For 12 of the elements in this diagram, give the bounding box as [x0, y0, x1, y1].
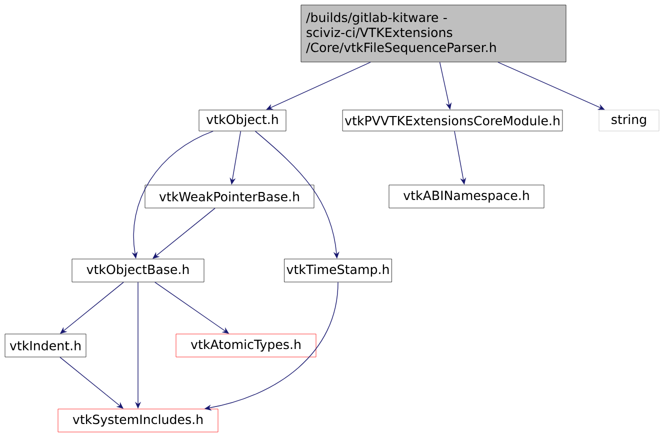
file-box: vtkObjectBase.h [72, 258, 204, 282]
file-box: vtkObject.h [198, 110, 286, 132]
file-box: vtkSystemIncludes.h [58, 408, 218, 432]
file-box: vtkIndent.h [4, 334, 86, 358]
arrow [266, 62, 371, 110]
file-box: vtkWeakPointerBase.h [144, 184, 314, 208]
file-box: vtkAtomicTypes.h [176, 334, 316, 358]
file-box: /builds/gitlab-kitware -sciviz-ci/VTKExtensions /Core/vtkFileSequenceParser.h [300, 4, 566, 62]
file-box: vtkPVVTKExtensionsCoreModule.h [342, 110, 563, 132]
file-box: string [598, 110, 660, 132]
file-box: vtkABINamespace.h [388, 184, 544, 208]
file-box: vtkTimeStamp.h [284, 258, 392, 282]
